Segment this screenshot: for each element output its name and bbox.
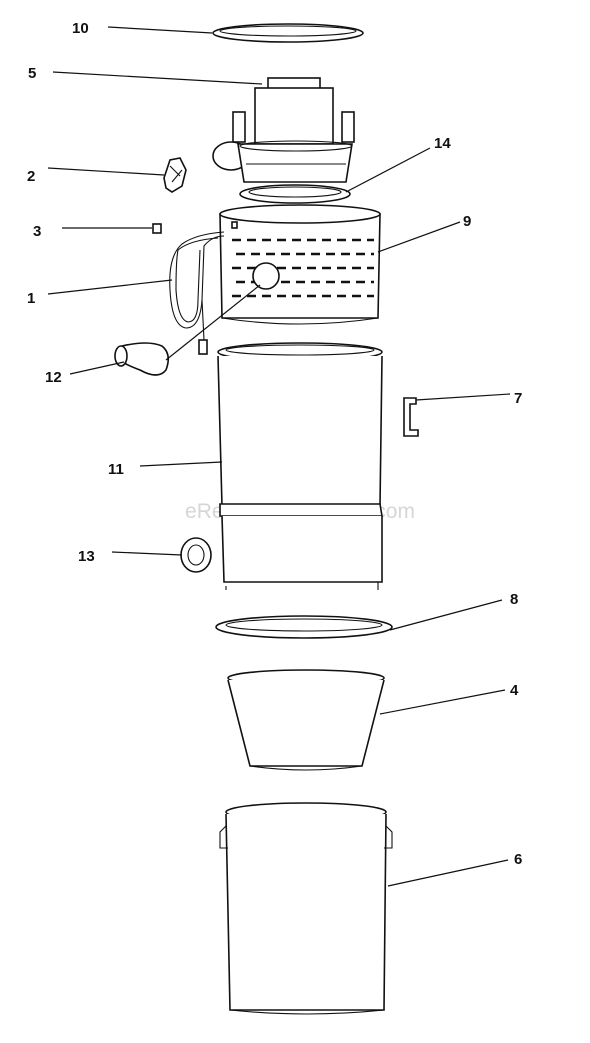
label-12: 12 [45,369,62,386]
label-7: 7 [514,390,522,407]
part-filter-cone [227,669,385,771]
part-canister [217,342,383,590]
part-bracket [163,157,187,193]
label-11: 11 [108,461,124,478]
label-13: 13 [78,548,95,565]
label-4: 4 [510,682,519,699]
label-1: 1 [27,290,35,307]
part-motor [212,77,355,183]
label-2: 2 [27,168,35,185]
part-clip [403,397,419,437]
part-inlet-elbow [114,342,170,376]
label-9: 9 [463,213,471,230]
part-small-square [152,223,162,234]
part-motor-housing [219,204,381,325]
part-ring [180,537,212,573]
label-5: 5 [28,65,36,82]
label-6: 6 [514,851,522,868]
part-bucket [219,802,393,1015]
part-lid-disc [212,23,364,43]
leader-lines [47,26,511,887]
part-filter-gasket [215,615,393,639]
part-motor-gasket [239,184,351,204]
label-10: 10 [72,20,89,37]
label-14: 14 [434,135,451,152]
label-8: 8 [510,591,518,608]
label-3: 3 [33,223,41,240]
part-power-cord [169,231,225,355]
